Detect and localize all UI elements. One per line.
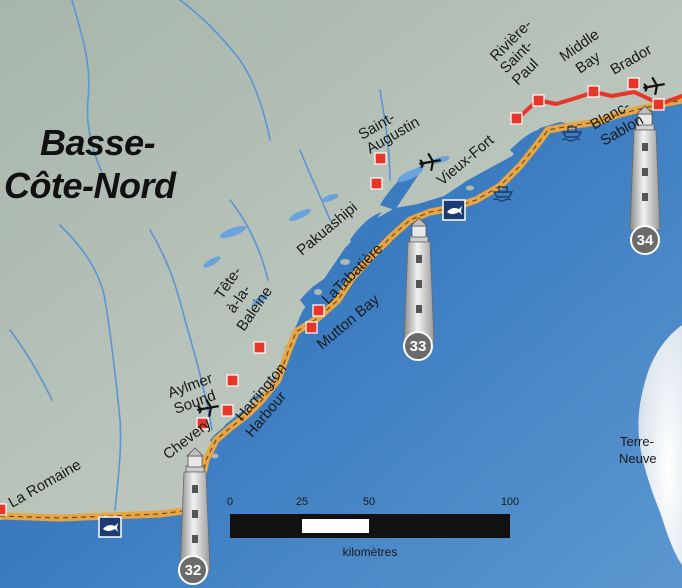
mainland — [0, 0, 682, 520]
town-square-icon — [312, 304, 325, 317]
place-terre-neuve-1: Terre- — [620, 434, 654, 449]
airplane-icon — [643, 77, 665, 95]
scale-bar: 0 25 50 100 kilomètres — [227, 496, 519, 559]
town-square-icon — [196, 417, 209, 430]
town-square-icon — [370, 177, 383, 190]
town-square-icon — [226, 374, 239, 387]
town-square-icon — [374, 152, 387, 165]
lakes — [203, 156, 450, 307]
svg-text:33: 33 — [410, 338, 427, 355]
region-title-line2: Côte-Nord — [4, 165, 177, 206]
town-square-icon — [0, 503, 7, 516]
town-markers — [0, 77, 665, 516]
scale-tick-50: 50 — [363, 496, 375, 508]
town-square-icon — [221, 404, 234, 417]
lighthouse-badge-33[interactable]: 33 — [403, 331, 433, 361]
town-square-icon — [253, 341, 266, 354]
whale-icon[interactable] — [442, 199, 466, 221]
town-square-icon — [587, 85, 600, 98]
airplane-icon — [197, 399, 219, 417]
town-square-icon — [652, 98, 665, 111]
scale-tick-100: 100 — [501, 496, 519, 508]
scale-tick-25: 25 — [296, 496, 308, 508]
scale-bar-black — [230, 514, 510, 538]
svg-text:32: 32 — [185, 562, 202, 579]
town-square-icon — [510, 112, 523, 125]
lighthouse-badge-34[interactable]: 34 — [630, 225, 660, 255]
ferry-icon — [561, 126, 583, 142]
scale-bar-white — [302, 519, 369, 533]
whale-icon[interactable] — [98, 516, 122, 538]
lighthouse-badge-32[interactable]: 32 — [178, 555, 208, 585]
scale-unit: kilomètres — [343, 545, 398, 559]
town-square-icon — [305, 321, 318, 334]
town-square-icon — [627, 77, 640, 90]
place-terre-neuve-2: Neuve — [619, 451, 657, 466]
ferry-icon — [492, 186, 514, 202]
terre-neuve-landmass — [638, 325, 682, 565]
scale-tick-0: 0 — [227, 496, 233, 508]
svg-text:34: 34 — [637, 232, 654, 249]
airplane-icon — [419, 153, 441, 171]
rivers — [9, 0, 391, 511]
region-title-line1: Basse- — [40, 122, 155, 163]
town-square-icon — [532, 94, 545, 107]
offshore-islands — [211, 125, 564, 459]
